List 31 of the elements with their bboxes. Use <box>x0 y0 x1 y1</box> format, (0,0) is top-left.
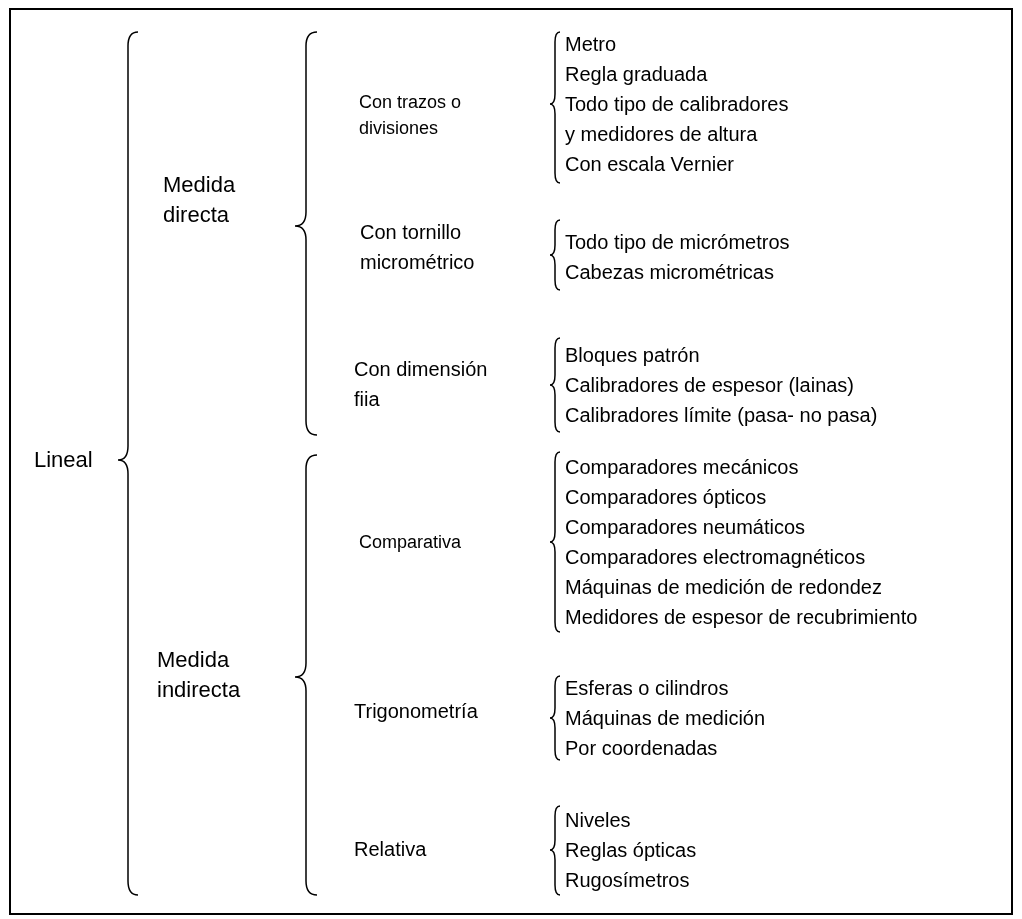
label-text: y medidores de altura <box>565 122 758 147</box>
label-text: Con tornillo micrométrico <box>360 220 476 275</box>
label-text: Bloques patrón <box>565 343 700 368</box>
label-text: Con dimensión fiia <box>354 357 489 412</box>
label-text: Trigonometría <box>354 699 478 724</box>
label-text: Medida indirecta <box>157 646 242 704</box>
label-text: Comparadores mecánicos <box>565 455 799 480</box>
label-text: Medida directa <box>163 171 237 229</box>
label-text: Todo tipo de calibradores <box>565 92 789 117</box>
label-text: Rugosímetros <box>565 868 690 893</box>
label-text: Calibradores límite (pasa- no pasa) <box>565 403 878 428</box>
label-text: Regla graduada <box>565 62 708 87</box>
label-text: Relativa <box>354 837 427 862</box>
label-text: Cabezas micrométricas <box>565 260 774 285</box>
label-text: Comparadores neumáticos <box>565 515 806 540</box>
label-text: Comparadores electromagnéticos <box>565 545 866 570</box>
label-text: Máquinas de medición <box>565 706 766 731</box>
label-text: Medidores de espesor de recubrimiento <box>565 605 918 630</box>
label-text: Máquinas de medición de redondez <box>565 575 882 600</box>
label-text: Comparadores ópticos <box>565 485 767 510</box>
label-text: Por coordenadas <box>565 736 718 761</box>
label-text: Reglas ópticas <box>565 838 697 863</box>
label-text: Metro <box>565 32 617 57</box>
label-text: Comparativa <box>359 531 462 554</box>
label-text: Calibradores de espesor (lainas) <box>565 373 855 398</box>
label-text: Todo tipo de micrómetros <box>565 230 790 255</box>
label-text: Esferas o cilindros <box>565 676 729 701</box>
label-text: Lineal <box>34 446 93 474</box>
label-text: Con trazos o divisiones <box>359 91 463 140</box>
label-text: Niveles <box>565 808 631 833</box>
label-text: Con escala Vernier <box>565 152 734 177</box>
